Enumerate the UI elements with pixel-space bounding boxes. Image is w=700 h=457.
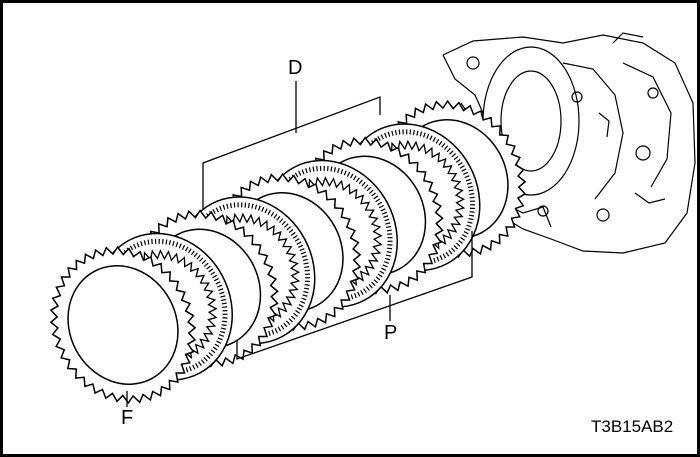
clutch-plate (49, 245, 197, 405)
d-bracket (202, 96, 381, 209)
friction-facing (100, 238, 228, 375)
clutch-plate-stack (49, 99, 527, 405)
figure-code: T3B15AB2 (591, 417, 674, 436)
clutch-pack-exploded-diagram (49, 32, 696, 407)
group-brackets (126, 81, 473, 407)
plate-bore (67, 265, 179, 385)
p-bracket (236, 231, 473, 360)
label-f: F (121, 407, 134, 429)
label-p: P (384, 322, 398, 344)
label-d: D (288, 57, 303, 79)
